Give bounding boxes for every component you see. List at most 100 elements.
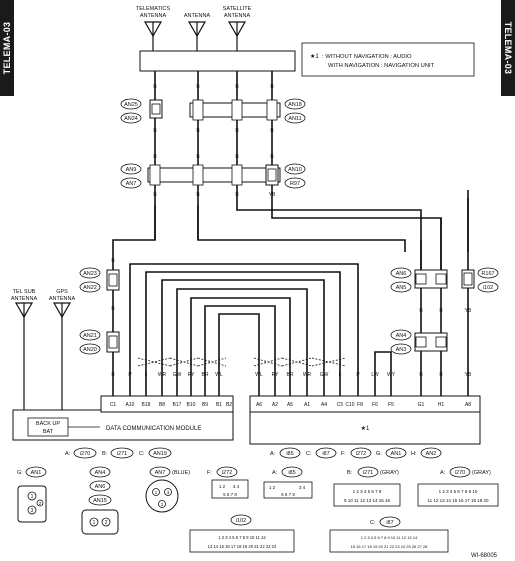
svg-text:A1: A1 [304, 402, 310, 408]
svg-text:B: B [196, 84, 200, 90]
dcm-label: DATA COMMUNICATION MODULE [106, 426, 201, 432]
connector-an9-an7 [147, 164, 281, 186]
svg-text:B: B [270, 154, 274, 160]
svg-text:H1: H1 [438, 402, 445, 408]
satellite-antenna-icon [228, 21, 246, 37]
svg-text:i87: i87 [322, 451, 329, 457]
svg-text:(BLUE): (BLUE) [172, 470, 190, 476]
svg-text:B: B [419, 372, 423, 378]
svg-text:G1: G1 [418, 402, 425, 408]
tel-sub-antenna-icon [15, 302, 33, 318]
connector-views: G: AN1 1 3 2 AN4 AN6 AN15 1 2 AN7 (BLUE) [17, 466, 499, 553]
an4-connector-face: 1 2 [81, 509, 119, 535]
antenna-label: ANTENNA [184, 13, 211, 19]
section-tab-left: TELEMA-03 [0, 0, 14, 96]
tag-an7: AN7 [126, 181, 137, 187]
svg-text:GW: GW [320, 372, 329, 378]
svg-text:RY: RY [188, 372, 196, 378]
backup-label: BACK UP [36, 421, 60, 427]
svg-text:i271: i271 [117, 451, 127, 457]
gps-antenna-label: GPS [56, 289, 68, 295]
tag-r97: R97 [290, 181, 300, 187]
gps-antenna-icon [53, 302, 71, 318]
svg-text:B1: B1 [216, 402, 222, 408]
svg-text:C:: C: [139, 451, 145, 457]
svg-text:C:: C: [306, 451, 312, 457]
tag-an22: AN22 [83, 285, 97, 291]
i271-connector-face: 1 2 3 4 5 6 7 8 9 10 11 12 13 14 15 16 [333, 483, 401, 507]
svg-text:BR: BR [202, 372, 209, 378]
svg-text:5 6 7 8: 5 6 7 8 [223, 492, 237, 497]
svg-text:AN1: AN1 [391, 451, 402, 457]
svg-text:F5: F5 [388, 402, 394, 408]
upper-wire-labels: B B B B B B B B B B B B B B B YB [153, 84, 276, 198]
an1-connector-face: 1 3 2 [17, 485, 47, 523]
tag-an5: AN5 [396, 285, 407, 291]
tag-an23: AN23 [83, 271, 97, 277]
connector-an23-an22 [106, 269, 120, 291]
svg-text:C1: C1 [110, 402, 117, 408]
antenna-group-top: TELEMATICS ANTENNA ANTENNA SATELLITE ANT… [136, 6, 252, 51]
gps-antenna-label-2: ANTENNA [49, 296, 76, 302]
svg-text:1 2 3 4 5 6 7 8 9 10: 1 2 3 4 5 6 7 8 9 10 [439, 489, 478, 494]
svg-text:2: 2 [161, 502, 164, 507]
lower-wire-labels: B B B P L WR GW RY BR WL WL RY BR WR GW … [111, 258, 472, 378]
svg-text:L: L [339, 372, 342, 378]
svg-text:WL: WL [215, 372, 223, 378]
svg-text:A10: A10 [126, 402, 135, 408]
tag-an11: AN11 [288, 116, 301, 122]
svg-text:1: 1 [93, 520, 96, 526]
svg-text:C10: C10 [345, 402, 354, 408]
svg-text:B:: B: [347, 470, 353, 476]
svg-text:1 2: 1 2 [269, 485, 276, 490]
tag-an9: AN9 [126, 167, 137, 173]
svg-text:AN15: AN15 [93, 498, 107, 504]
antenna-group-lower: TEL SUB ANTENNA GPS ANTENNA [11, 289, 76, 410]
svg-text:RY: RY [272, 372, 280, 378]
svg-text:11 12 13 14 15 16 17 18 19 20: 11 12 13 14 15 16 17 18 19 20 [428, 498, 489, 503]
svg-text:C:: C: [370, 520, 376, 526]
svg-text:B:: B: [102, 451, 108, 457]
twisted-pair-marks [137, 357, 347, 367]
svg-text:B9: B9 [202, 402, 208, 408]
svg-text:i102: i102 [236, 518, 246, 524]
audio-pin-labels: A6 A2 A5 A1 A4 C5 C10 F8 F6 F5 G1 H1 A8 [256, 402, 471, 408]
svg-text:9 10 11 12 13 14 15 16: 9 10 11 12 13 14 15 16 [344, 498, 390, 503]
svg-text:WR: WR [303, 372, 312, 378]
svg-text:G:: G: [376, 451, 382, 457]
svg-text:G:: G: [17, 470, 23, 476]
svg-text:AN19: AN19 [153, 451, 167, 457]
svg-text:B: B [153, 128, 157, 134]
svg-text:i270: i270 [455, 470, 465, 476]
connector-an10-r97 [265, 164, 279, 186]
radio-antenna-icon [188, 21, 206, 37]
svg-text:A:: A: [440, 470, 446, 476]
antenna-amp-box [139, 50, 296, 72]
i270-connector-face: 1 2 3 4 5 6 7 8 9 10 11 12 13 14 15 16 1… [417, 483, 499, 507]
svg-text:i271: i271 [363, 470, 373, 476]
tag-an25: AN25 [124, 102, 138, 108]
note-mark: ★1 [310, 53, 319, 60]
svg-text:B: B [270, 128, 274, 134]
svg-text:1 2 3 4 5 6 7 8 9 10 11 12: 1 2 3 4 5 6 7 8 9 10 11 12 [218, 535, 266, 540]
svg-text:B: B [111, 258, 115, 264]
note-box: ★1 : WITHOUT NAVIGATION : AUDIO WITH NAV… [301, 42, 475, 77]
section-tab-right: TELEMA-03 [501, 0, 515, 96]
svg-text:B2: B2 [226, 402, 232, 408]
audio-unit-label: ★1 [361, 425, 370, 432]
svg-text:B: B [196, 192, 200, 198]
data-communication-module: BACK UP BAT DATA COMMUNICATION MODULE [12, 395, 234, 441]
svg-text:B10: B10 [187, 402, 196, 408]
svg-text:F:: F: [207, 470, 212, 476]
svg-text:A5: A5 [287, 402, 293, 408]
satellite-antenna-label: SATELLITE [223, 6, 252, 12]
svg-text:A4: A4 [321, 402, 327, 408]
svg-text:WL: WL [255, 372, 263, 378]
svg-text:AN1: AN1 [31, 470, 42, 476]
svg-text:WY: WY [387, 372, 396, 378]
svg-text:WR: WR [158, 372, 167, 378]
svg-text:A2: A2 [272, 402, 278, 408]
drawing-id: WI-68005 [471, 553, 498, 559]
svg-text:A6: A6 [256, 402, 262, 408]
